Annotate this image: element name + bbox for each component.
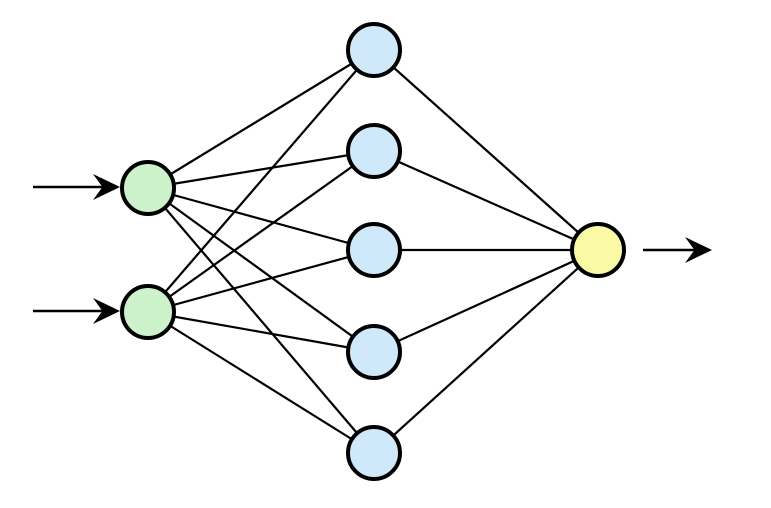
edge-hidden-5-output-1 bbox=[373, 249, 599, 454]
hidden-node-5 bbox=[346, 425, 402, 481]
input-arrow-2-head-icon bbox=[93, 298, 120, 324]
input-node-1 bbox=[120, 160, 176, 216]
edge-input-2-hidden-3 bbox=[147, 248, 375, 314]
input-arrow-1-head-icon bbox=[93, 174, 120, 200]
edge-hidden-2-output-1 bbox=[373, 149, 599, 252]
edge-input-1-hidden-2 bbox=[147, 149, 375, 190]
edge-input-2-hidden-1 bbox=[147, 49, 375, 313]
input-node-2 bbox=[120, 284, 176, 340]
edge-input-1-hidden-5 bbox=[147, 187, 375, 454]
output-arrow-head-icon bbox=[685, 237, 712, 263]
edge-input-2-hidden-4 bbox=[147, 310, 375, 354]
hidden-node-1 bbox=[346, 22, 402, 78]
edge-input-2-hidden-2 bbox=[147, 150, 375, 313]
hidden-node-2 bbox=[346, 123, 402, 179]
edge-input-1-hidden-4 bbox=[147, 187, 375, 353]
hidden-node-4 bbox=[346, 324, 402, 380]
edge-input-1-hidden-1 bbox=[147, 49, 375, 189]
edge-hidden-4-output-1 bbox=[373, 248, 599, 354]
hidden-node-3 bbox=[346, 222, 402, 278]
edge-hidden-1-output-1 bbox=[373, 49, 599, 251]
output-node-1 bbox=[570, 222, 626, 278]
edge-input-2-hidden-5 bbox=[147, 311, 375, 454]
edge-input-1-hidden-3 bbox=[147, 186, 375, 252]
